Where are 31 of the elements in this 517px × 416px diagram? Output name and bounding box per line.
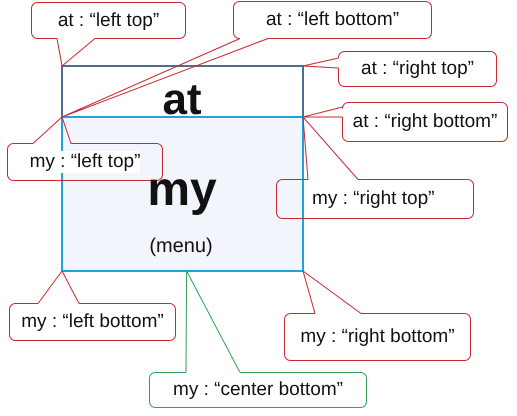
box-label: at — [162, 83, 202, 116]
callout-text: my : “right top” — [312, 188, 434, 210]
box-label: my — [147, 162, 217, 217]
callout-pointer — [302, 116, 358, 180]
callout-pointer — [56, 38, 96, 66]
callout-text: at : “left top” — [58, 10, 160, 32]
callout-bubble — [338, 51, 497, 87]
callout-pointer — [62, 38, 268, 118]
callout-text: at : “right top” — [361, 58, 474, 80]
positioned-box — [61, 116, 304, 272]
box-caption: (menu) — [149, 234, 213, 258]
callout-bubble — [233, 1, 432, 39]
callout-pointer — [32, 116, 72, 144]
callout-bubble — [7, 143, 163, 181]
callout-bubble — [31, 2, 186, 39]
callout-pointer — [38, 270, 80, 304]
callout-text: my : “center bottom” — [173, 379, 343, 401]
callout-bubble — [276, 179, 474, 219]
callout-bubble — [149, 372, 367, 408]
callout-pointer — [302, 58, 339, 68]
callout-pointer — [302, 106, 343, 118]
callout-bubble — [342, 102, 508, 142]
callout-text: my : “right bottom” — [300, 326, 455, 348]
callout-pointer — [302, 270, 362, 314]
callout-text: at : “right bottom” — [352, 111, 498, 133]
callout-text: my : “left bottom” — [21, 311, 164, 333]
callout-text: my : “left top” — [30, 151, 140, 173]
callout-bubble — [9, 303, 176, 341]
callout-bubble — [284, 313, 471, 361]
callout-pointer — [186, 270, 240, 373]
target-box — [61, 65, 304, 118]
